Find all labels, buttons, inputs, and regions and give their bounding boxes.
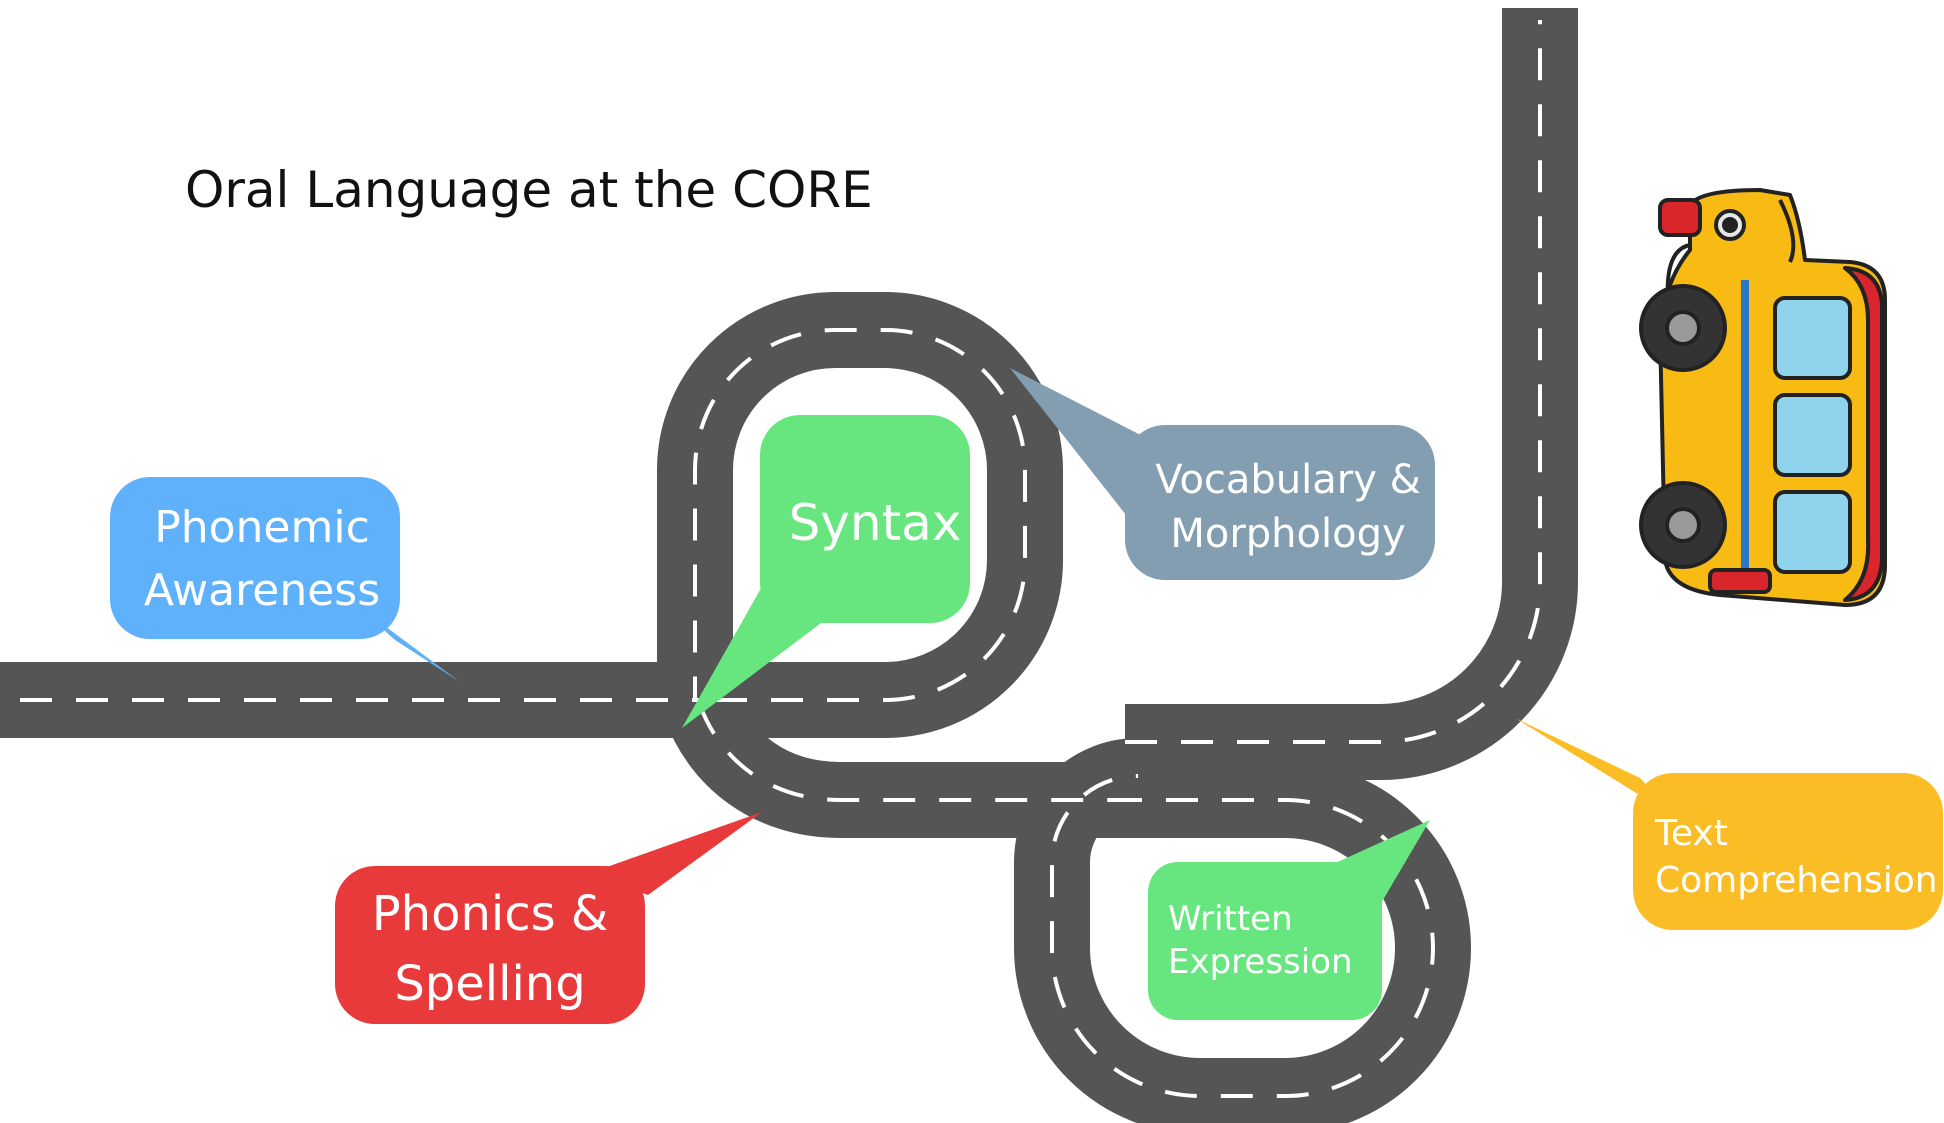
callout-phonics-box (335, 866, 645, 1024)
callout-phonemic-box (110, 477, 400, 639)
callout-written-box (1148, 862, 1382, 1020)
dash-loop-small (1050, 774, 1436, 1098)
diagram-title: Oral Language at the CORE (185, 161, 873, 219)
dash-to-vertical (1125, 20, 1542, 744)
callout-text-line-1: Text (1654, 813, 1728, 854)
callout-vocabulary-line-1: Vocabulary & (1155, 457, 1421, 503)
dash-loop-large (693, 328, 1027, 702)
callout-phonemic-awareness: Phonemic Awareness (110, 477, 460, 682)
road-to-vertical (1125, 8, 1578, 780)
callout-phonics-spelling: Phonics & Spelling (335, 812, 762, 1024)
callout-vocabulary-morphology: Vocabulary & Morphology (1010, 368, 1435, 580)
dash-connector (698, 704, 1110, 802)
callout-vocabulary-tail (1010, 368, 1160, 520)
callout-syntax-box (760, 415, 970, 623)
callout-phonemic-line-2: Awareness (144, 565, 380, 616)
callout-phonics-line-2: Spelling (394, 956, 585, 1012)
callout-vocabulary-box (1125, 425, 1435, 580)
road-dashes (20, 20, 1542, 1098)
callout-phonics-tail (590, 812, 762, 895)
callout-text-comprehension: Text Comprehension (1515, 718, 1943, 930)
callout-syntax-tail (682, 590, 825, 728)
callout-vocabulary-line-2: Morphology (1170, 511, 1405, 557)
callout-syntax-line-1: Syntax (789, 494, 962, 552)
callout-syntax: Syntax (682, 415, 970, 728)
callout-written-expression: Written Expression (1148, 820, 1430, 1020)
callout-text-box (1633, 773, 1943, 930)
callout-phonemic-line-1: Phonemic (154, 502, 370, 553)
callout-written-line-2: Expression (1168, 942, 1353, 982)
callout-phonics-line-1: Phonics & (372, 886, 609, 942)
callout-text-line-2: Comprehension (1655, 860, 1938, 901)
callout-written-line-1: Written (1168, 899, 1293, 939)
school-bus-icon (1639, 188, 1887, 607)
